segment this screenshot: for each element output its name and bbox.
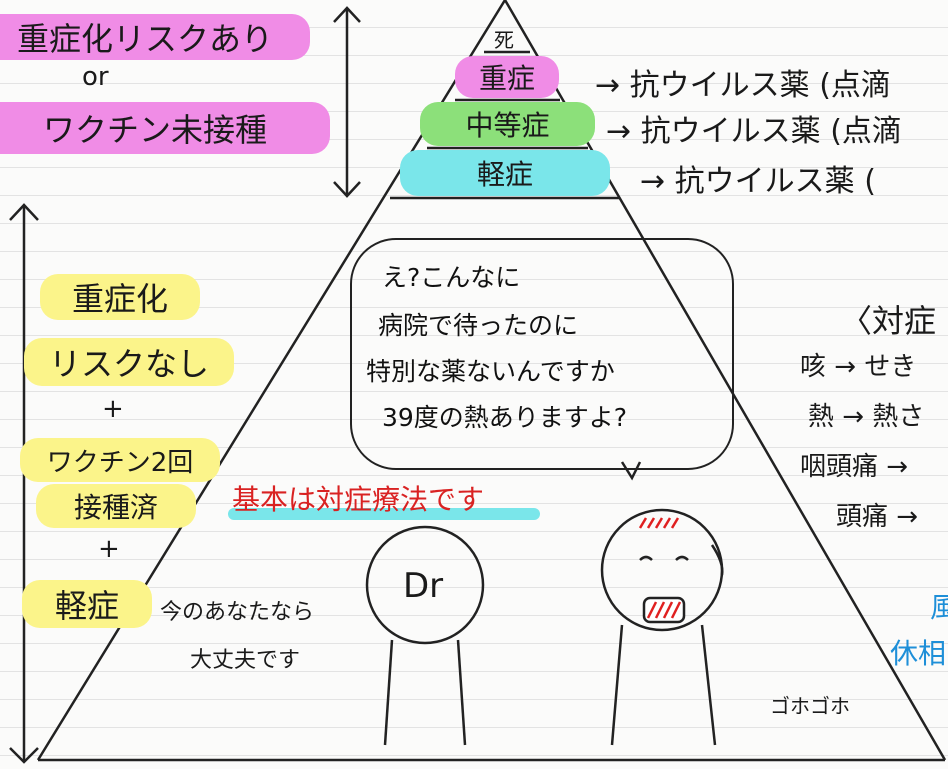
symptom-fever: 熱 → 熱さ	[808, 402, 925, 432]
mild-treatment: → 抗ウイルス薬 (	[640, 164, 876, 199]
unvaccinated-label: ワクチン未接種	[0, 102, 330, 154]
blue-note-2: 休相	[890, 637, 947, 670]
symptom-headache: 頭痛 →	[836, 502, 919, 532]
patient-speech-bubble	[350, 238, 734, 470]
vaccinated-line1: ワクチン2回	[20, 438, 220, 482]
vaccinated-line2: 接種済	[36, 484, 196, 528]
fever-marks	[638, 517, 680, 529]
no-risk-line2: リスクなし	[24, 338, 234, 386]
plus-2: +	[98, 534, 120, 564]
moderate-treatment: → 抗ウイルス薬 (点滴	[606, 114, 902, 149]
basic-policy-text: 基本は対症療法です	[232, 483, 485, 516]
mild-case-label: 軽症	[22, 580, 152, 628]
high-risk-label: 重症化リスクあり	[0, 14, 310, 60]
severity-arrow-left	[9, 203, 39, 764]
patient-figure	[600, 508, 724, 746]
bubble-line-4: 39度の熱ありますよ?	[382, 403, 628, 432]
severe-treatment: → 抗ウイルス薬 (点滴	[595, 68, 891, 103]
cough-sound: ゴホゴホ	[770, 694, 850, 718]
symptomatic-title: 〈対症	[840, 302, 937, 340]
symptom-cough: 咳 → せき	[800, 352, 917, 382]
doctor-figure	[365, 525, 485, 746]
moderate-label: 中等症	[420, 102, 595, 146]
doctor-label: Dr	[403, 566, 444, 606]
bubble-line-3: 特別な薬ないんですか	[366, 357, 615, 386]
doctor-speech-1: 今のあなたなら	[160, 600, 315, 625]
bubble-line-1: え?こんなに	[382, 263, 521, 292]
mild-label: 軽症	[400, 150, 610, 196]
plus-1: +	[102, 394, 124, 424]
bubble-line-2: 病院で待ったのに	[378, 311, 579, 340]
policy-underline	[228, 508, 540, 520]
doctor-speech-2: 大丈夫です	[190, 648, 301, 673]
death-label: 死	[494, 28, 514, 52]
symptom-sore-throat: 咽頭痛 →	[800, 452, 909, 482]
no-risk-line1: 重症化	[40, 274, 200, 320]
blue-note-1: 風	[930, 591, 948, 624]
severity-arrow-top	[333, 6, 361, 198]
bubble-tail	[620, 461, 642, 481]
or-label: or	[82, 62, 109, 92]
severe-label: 重症	[455, 56, 559, 98]
coughing-mouth	[642, 596, 686, 624]
